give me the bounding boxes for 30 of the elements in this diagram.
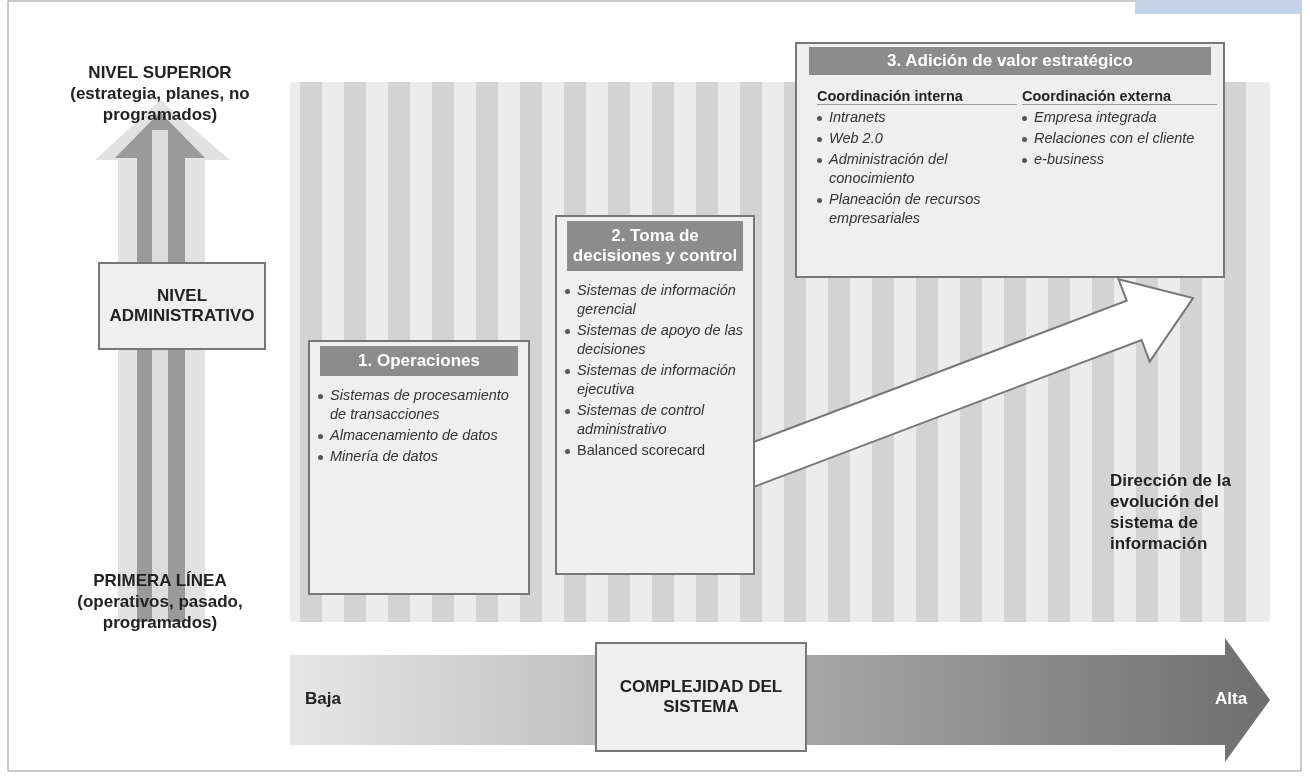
list-item: e-business: [1034, 151, 1105, 167]
category-box: [308, 340, 530, 595]
label-box: COMPLEJIDAD DEL SISTEMA: [595, 642, 807, 752]
list-item: Web 2.0: [829, 130, 883, 146]
list-item: Balanced scorecard: [577, 442, 706, 458]
axis-label: Alta: [1215, 688, 1249, 709]
level-label: NIVEL SUPERIOR (estrategia, planes, no programados): [69, 62, 251, 125]
list-item: Relaciones con el cliente: [1034, 130, 1195, 146]
list-item: Sistemas de información gerencial: [577, 282, 736, 317]
list-item: Sistemas de control administrativo: [577, 402, 705, 437]
level-label: PRIMERA LÍNEA (operativos, pasado, programados): [76, 570, 244, 633]
label-box: NIVEL ADMINISTRATIVO: [98, 262, 266, 350]
heading-band: 3. Adición de valor estratégico: [809, 47, 1211, 75]
column-heading: Coordinación externa: [1022, 88, 1217, 105]
category-box: [555, 215, 755, 575]
category-box: [795, 42, 1225, 278]
axis-label: Baja: [305, 688, 342, 709]
arrow-caption: Dirección de la evolución del sistema de información: [1110, 470, 1232, 554]
list-item: Administración del conocimiento: [829, 151, 948, 186]
list-item: Sistemas de procesamiento de transacciones: [330, 387, 509, 422]
list-item: Planeación de recursos empresariales: [829, 191, 981, 226]
list-item: Empresa integrada: [1034, 109, 1157, 125]
list-item: Intranets: [829, 109, 886, 125]
list-item: Minería de datos: [330, 448, 438, 464]
list-item: Sistemas de información ejecutiva: [577, 362, 736, 397]
heading-band: 2. Toma de decisiones y control: [567, 221, 743, 271]
list-item: Almacenamiento de datos: [330, 427, 498, 443]
column-heading: Coordinación interna: [817, 88, 1017, 105]
list-item: Sistemas de apoyo de las decisiones: [577, 322, 744, 357]
heading-band: 1. Operaciones: [320, 346, 518, 376]
